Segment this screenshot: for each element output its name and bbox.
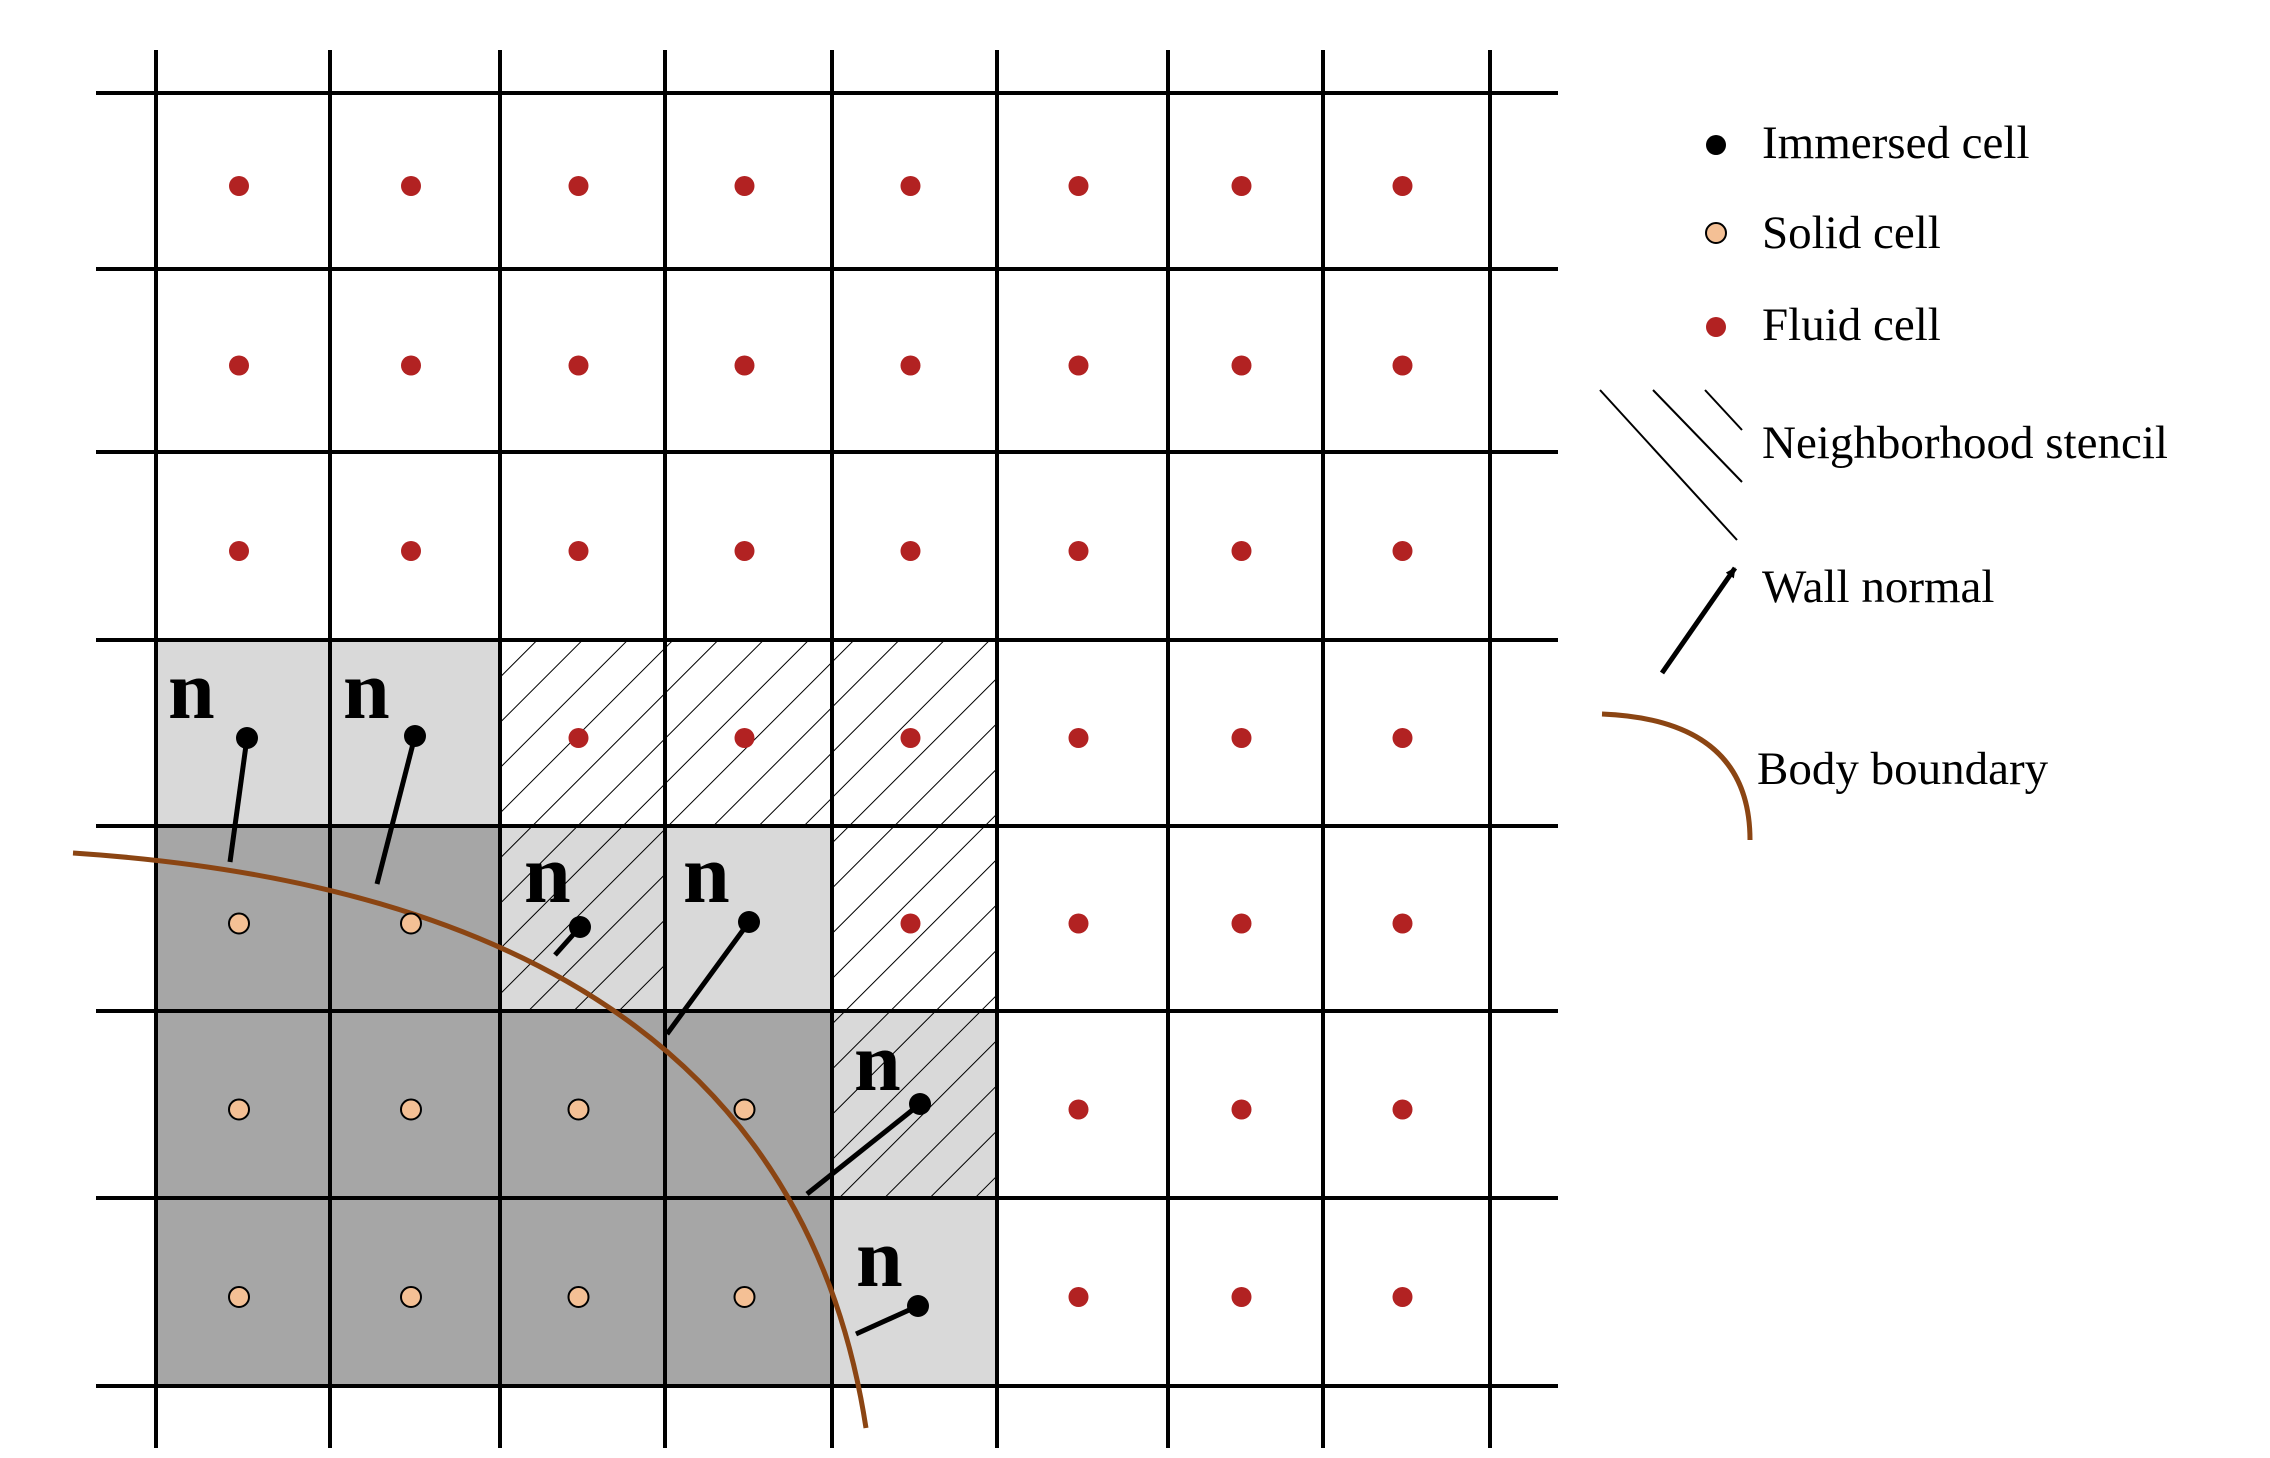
fluid-cell-dot xyxy=(1231,1287,1252,1307)
fluid-cell-dot xyxy=(1068,913,1089,934)
fluid-cell-dot xyxy=(900,176,921,196)
fluid-cell-dot xyxy=(900,541,921,561)
body-boundary-curve xyxy=(72,850,869,1429)
legend-label-solid: Solid cell xyxy=(1762,207,1941,259)
fluid-cell-dot xyxy=(1068,541,1089,561)
fluid-cell-dot xyxy=(1068,355,1089,376)
solid-cell-dot xyxy=(228,1286,250,1308)
fluid-cell-dot xyxy=(401,176,421,196)
immersed-cell xyxy=(832,1198,997,1386)
legend-item-normal: Wall normal xyxy=(1659,561,1994,675)
wall-normal-swatch xyxy=(1659,566,1738,675)
immersed-cell-dot xyxy=(909,1093,931,1115)
normal-labels: n n n n n n xyxy=(168,644,903,1305)
legend-label-normal: Wall normal xyxy=(1762,561,1994,613)
legend-item-fluid: Fluid cell xyxy=(1706,299,1941,351)
fluid-cell-dot xyxy=(568,728,589,748)
body-boundary-swatch xyxy=(1601,711,1753,841)
solid-cell-dot xyxy=(567,1286,590,1308)
legend-label-immersed: Immersed cell xyxy=(1762,117,2030,169)
fluid-cell-dot xyxy=(568,541,589,561)
fluid-cell-dot xyxy=(1068,176,1089,196)
wall-normals xyxy=(227,735,922,1337)
fluid-cell-dot xyxy=(229,176,249,196)
cell-center-dots xyxy=(228,176,1413,1317)
wall-normal-arrow xyxy=(664,920,752,1036)
legend-label-stencil: Neighborhood stencil xyxy=(1762,417,2168,469)
normal-label: n xyxy=(854,1016,901,1109)
legend-label-fluid: Fluid cell xyxy=(1762,299,1941,351)
wall-normal-arrow xyxy=(854,1303,920,1337)
fluid-cell-dot xyxy=(1392,1099,1413,1120)
fluid-cell-dot xyxy=(1231,355,1252,376)
fluid-cell-dot xyxy=(900,728,921,748)
wall-normal-arrow xyxy=(227,737,251,863)
fluid-cell-dot xyxy=(1231,913,1252,934)
fluid-cell-dot xyxy=(1392,1287,1413,1307)
fluid-cell-dot xyxy=(1392,176,1413,196)
solid-cell-dot xyxy=(228,912,250,935)
grid-lines xyxy=(96,50,1558,1448)
fluid-cell-dot xyxy=(229,541,249,561)
fluid-cell-dot xyxy=(1231,176,1252,196)
fluid-cell-dot xyxy=(1392,355,1413,376)
immersed-cell-swatch xyxy=(1706,135,1726,155)
fluid-cell-dot xyxy=(1068,1287,1089,1307)
legend-item-boundary: Body boundary xyxy=(1601,711,2049,841)
normal-label: n xyxy=(524,828,571,921)
immersed-cell-dot xyxy=(907,1295,929,1317)
wall-normal-arrow xyxy=(805,1102,922,1196)
immersed-cell-dot xyxy=(404,725,426,747)
fluid-cell-dot xyxy=(1392,728,1413,748)
fluid-cell-dot xyxy=(568,355,589,376)
fluid-cell-dot xyxy=(1068,728,1089,748)
normal-label: n xyxy=(343,644,390,737)
stencil-swatch xyxy=(1599,389,1743,541)
normal-label: n xyxy=(856,1212,903,1305)
solid-cell-dot xyxy=(733,1098,756,1121)
fluid-cell-dot xyxy=(568,176,589,196)
immersed-cell-dot xyxy=(738,911,760,933)
legend-label-boundary: Body boundary xyxy=(1757,743,2049,795)
solid-cell-dot xyxy=(400,1098,422,1121)
immersed-cell-dot xyxy=(569,916,591,938)
fluid-cell-dot xyxy=(900,913,921,934)
wall-normal-arrow xyxy=(374,735,418,885)
fluid-cell-dot xyxy=(1231,1099,1252,1120)
fluid-cell-dot xyxy=(401,541,421,561)
normal-label: n xyxy=(683,828,730,921)
legend: Immersed cell Solid cell Fluid cell Neig… xyxy=(1599,117,2168,841)
normal-label: n xyxy=(168,644,215,737)
fluid-cell-dot xyxy=(1231,541,1252,561)
solid-cell-dot xyxy=(228,1098,250,1121)
fluid-cell-dot xyxy=(401,355,421,376)
legend-item-immersed: Immersed cell xyxy=(1706,117,2030,169)
fluid-cell-dot xyxy=(1392,913,1413,934)
fluid-cell-swatch xyxy=(1706,317,1726,337)
solid-cell-swatch xyxy=(1705,222,1727,244)
fluid-cell-dot xyxy=(1231,728,1252,748)
fluid-cell-dot xyxy=(900,355,921,376)
solid-cell-dot xyxy=(400,1286,422,1308)
immersed-cell-dot xyxy=(236,727,258,749)
fluid-cell-dot xyxy=(734,355,755,376)
legend-item-stencil: Neighborhood stencil xyxy=(1599,389,2168,541)
fluid-cell-dot xyxy=(734,728,755,748)
fluid-cell-dot xyxy=(734,541,755,561)
fluid-cell-dot xyxy=(734,176,755,196)
fluid-cell-dot xyxy=(1068,1099,1089,1120)
solid-cell-dot xyxy=(400,912,422,935)
solid-cell-dot xyxy=(733,1286,756,1308)
legend-item-solid: Solid cell xyxy=(1705,207,1941,259)
fluid-cell-dot xyxy=(1392,541,1413,561)
solid-cell-dot xyxy=(567,1098,590,1121)
fluid-cell-dot xyxy=(229,355,249,376)
